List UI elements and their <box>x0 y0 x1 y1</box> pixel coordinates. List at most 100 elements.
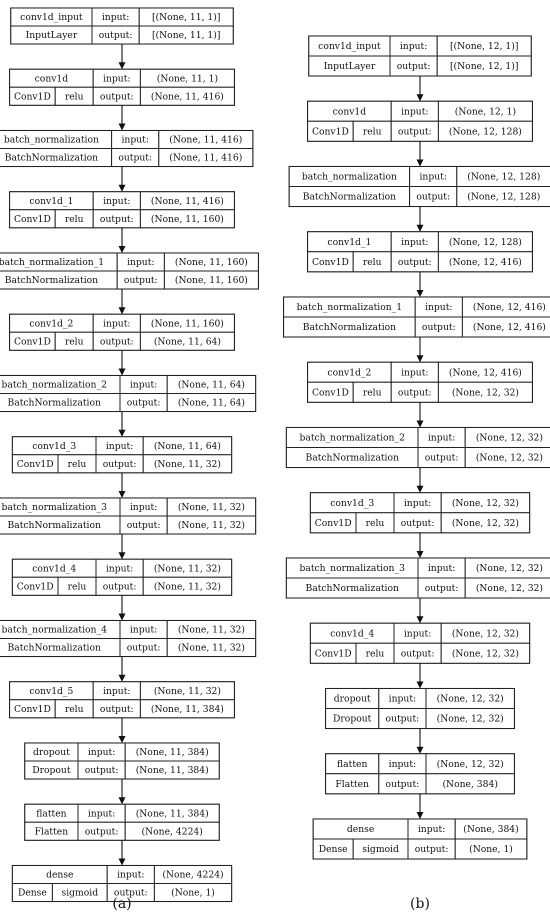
arrow-head-icon <box>416 94 424 102</box>
input-label: input: <box>401 237 428 248</box>
layer-name: conv1d_input <box>318 41 381 52</box>
input-label: input: <box>428 433 455 444</box>
output-label: output: <box>422 322 456 333</box>
input-shape: [(None, 12, 1)] <box>450 41 518 52</box>
layer-type: BatchNormalization <box>305 453 398 464</box>
output-shape: (None, 11, 160) <box>175 275 248 286</box>
layer-name: conv1d_5 <box>29 686 73 697</box>
layer-activation: relu <box>65 704 84 715</box>
layer-name: batch_normalization_1 <box>0 257 104 268</box>
layer-name: batch_normalization_3 <box>299 563 405 574</box>
output-label: output: <box>415 844 449 855</box>
input-shape: (None, 12, 416) <box>473 302 546 313</box>
input-shape: (None, 11, 64) <box>154 441 221 452</box>
input-shape: (None, 12, 128) <box>449 237 522 248</box>
input-label: input: <box>103 73 130 84</box>
layer-activation: relu <box>363 387 382 398</box>
layer-type: BatchNormalization <box>5 153 98 164</box>
output-shape: (None, 11, 160) <box>151 214 224 225</box>
layer-name: dense <box>347 824 374 835</box>
output-shape-cell <box>437 251 533 273</box>
output-shape-cell <box>158 148 254 167</box>
input-label: input: <box>401 106 428 117</box>
input-shape: (None, 384) <box>463 824 518 835</box>
layer-box-conv1d_input: conv1d_inputInputLayerinput:output:[(Non… <box>308 35 532 77</box>
output-shape: (None, 12, 32) <box>476 583 543 594</box>
arrow-head-icon <box>118 368 126 376</box>
output-label: output: <box>398 126 432 137</box>
output-shape: [(None, 12, 1)] <box>450 61 518 72</box>
output-label: output: <box>85 826 119 837</box>
layer-name: dropout <box>334 694 371 705</box>
layer-activation: relu <box>363 257 382 268</box>
arrow-head-icon <box>118 62 126 70</box>
layer-activation: relu <box>366 648 385 659</box>
output-shape-cell <box>139 699 235 719</box>
input-label: input: <box>404 498 431 509</box>
layer-name: dropout <box>33 747 70 758</box>
output-shape-cell <box>425 708 515 729</box>
layer-box-batch_normalization_3: batch_normalization_3BatchNormalizationi… <box>285 557 550 599</box>
input-label: input: <box>130 625 157 636</box>
input-label: input: <box>103 686 130 697</box>
arrow-head-icon <box>416 746 424 754</box>
output-shape-cell <box>139 331 235 351</box>
arrow-head-icon <box>118 429 126 437</box>
layer-box-batch_normalization: batch_normalizationBatchNormalizationinp… <box>0 129 254 168</box>
output-label: output: <box>425 583 459 594</box>
input-shape: (None, 12, 32) <box>476 433 543 444</box>
arrow-head-icon <box>416 551 424 558</box>
output-shape-cell <box>454 838 528 860</box>
output-shape-cell <box>464 447 550 468</box>
input-label: input: <box>401 367 428 378</box>
layer-type: Conv1D <box>312 387 349 398</box>
output-label: output: <box>124 275 158 286</box>
output-label: output: <box>386 779 420 790</box>
input-label: input: <box>130 502 157 513</box>
layer-box-batch_normalization_4: batch_normalization_4BatchNormalizationi… <box>0 619 257 658</box>
arrow-head-icon <box>118 491 126 498</box>
output-shape: (None, 11, 32) <box>178 643 245 654</box>
arrow-head-icon <box>118 674 126 682</box>
input-label: input: <box>404 628 431 639</box>
layer-box-batch_normalization_3: batch_normalization_3BatchNormalizationi… <box>0 497 257 535</box>
output-shape-cell <box>153 883 233 902</box>
layer-name: flatten <box>36 808 66 819</box>
layer-type: BatchNormalization <box>7 520 100 531</box>
output-shape: (None, 4224) <box>142 826 203 837</box>
layer-type: Conv1D <box>14 91 51 102</box>
layer-activation: relu <box>366 518 385 529</box>
output-shape: (None, 1) <box>171 888 215 899</box>
input-shape: (None, 11, 384) <box>136 808 209 819</box>
arrow-head-icon <box>118 797 126 805</box>
layer-name: conv1d_1 <box>29 196 73 207</box>
input-label: input: <box>106 563 133 574</box>
layer-type: Flatten <box>35 826 69 837</box>
input-shape: (None, 11, 416) <box>169 135 242 146</box>
input-label: input: <box>106 441 133 452</box>
input-shape: (None, 11, 32) <box>154 686 221 697</box>
input-shape: (None, 12, 32) <box>437 694 504 705</box>
input-label: input: <box>103 318 130 329</box>
arrow-head-icon <box>416 420 424 428</box>
layer-name: batch_normalization <box>302 172 397 183</box>
layer-type: BatchNormalization <box>303 192 396 203</box>
output-shape: (None, 11, 416) <box>151 91 224 102</box>
input-shape: (None, 11, 1) <box>157 73 218 84</box>
output-shape: (None, 12, 32) <box>476 453 543 464</box>
output-label: output: <box>100 704 134 715</box>
input-shape: (None, 11, 160) <box>151 318 224 329</box>
output-label: output: <box>398 257 432 268</box>
output-label: output: <box>398 387 432 398</box>
output-label: output: <box>100 336 134 347</box>
input-label: input: <box>419 172 446 183</box>
layer-type: Conv1D <box>14 214 51 225</box>
input-shape: (None, 11, 384) <box>136 747 209 758</box>
input-shape: (None, 11, 160) <box>175 257 248 268</box>
arrow-head-icon <box>118 613 126 621</box>
layer-name: conv1d <box>333 106 367 117</box>
